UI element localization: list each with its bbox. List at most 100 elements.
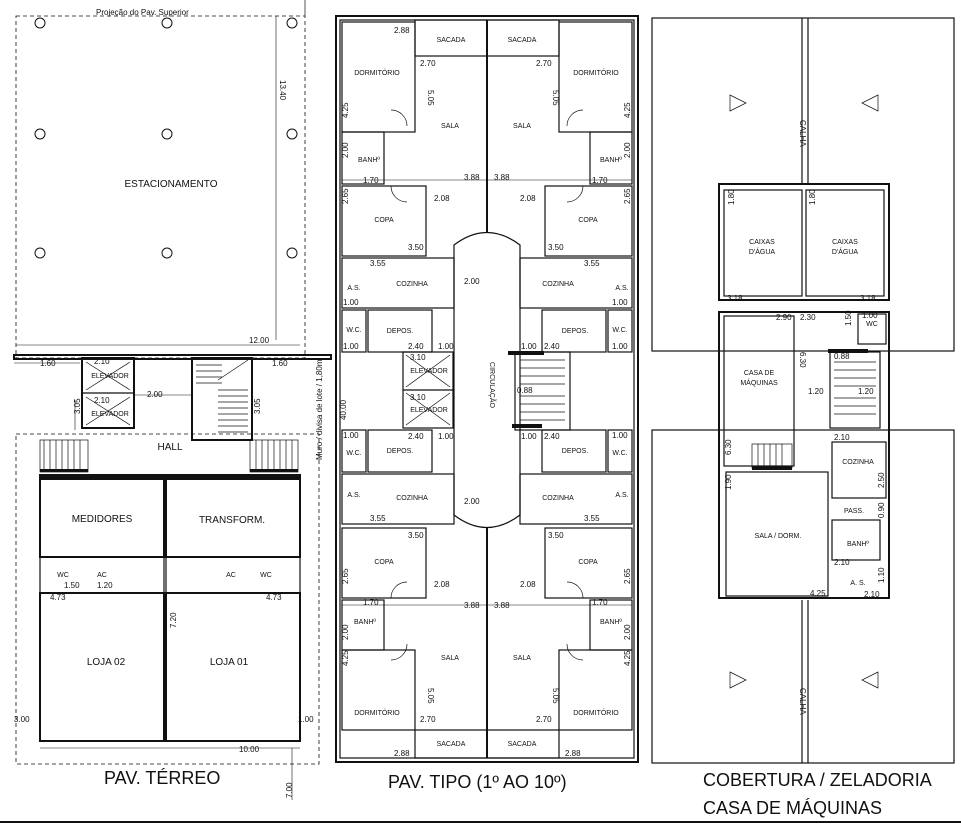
tipo-dim-2-00-cb: 2.00 — [464, 497, 480, 506]
cob-dim-3-18-r: 3.18 — [860, 294, 876, 303]
room-hall: HALL — [157, 442, 182, 453]
sala-bottom-right: SALA — [513, 655, 531, 662]
depos-bottom-right: DEPOS. — [562, 448, 589, 455]
as-top-left: A.S. — [347, 285, 360, 292]
depos-top-right: DEPOS. — [562, 328, 589, 335]
cob-dim-4-25: 4.25 — [810, 589, 826, 598]
banho-top-left: BANHº — [358, 157, 380, 164]
tipo-dim-2-65-tr: 2.65 — [623, 188, 632, 204]
tipo-dim-2-70-tl: 2.70 — [420, 59, 436, 68]
cob-dim-1-00: 1.00 — [862, 311, 878, 320]
sacada-bottom-left: SACADA — [437, 741, 466, 748]
sala-top-right: SALA — [513, 123, 531, 130]
tipo-dim-3-55-br: 3.55 — [584, 514, 600, 523]
tipo-dim-2-88-tl: 2.88 — [394, 26, 410, 35]
elevator-1-label: ELEVADOR — [91, 373, 129, 380]
dim-2-10-a: 2.10 — [94, 357, 110, 366]
terreo-plan: Projeção do Pav. Superior ESTACIONAMENTO… — [13, 0, 348, 800]
dormitorio-top-left: DORMITÓRIO — [354, 68, 400, 77]
maquinas-label: MÁQUINAS — [740, 378, 778, 387]
tipo-dim-1-70-tl: 1.70 — [363, 176, 379, 185]
cob-sala-dorm: SALA / DORM. — [755, 533, 802, 540]
tipo-dim-2-40-tr: 2.40 — [544, 342, 560, 351]
tipo-dim-2-65-tl: 2.65 — [341, 188, 350, 204]
dim-1-50: 1.50 — [64, 581, 80, 590]
dormitorio-bottom-left: DORMITÓRIO — [354, 708, 400, 717]
room-loja-02: LOJA 02 — [87, 657, 126, 668]
calha-top: CALHA — [798, 120, 807, 147]
tipo-dim-1-70-br: 1.70 — [592, 598, 608, 607]
tipo-dim-1-00-g: 1.00 — [438, 342, 454, 351]
banho-bottom-left: BANHº — [354, 619, 376, 626]
dim-7-20: 7.20 — [169, 612, 178, 628]
dim-1-00: 1.00 — [298, 715, 314, 724]
dagua-right: D'ÁGUA — [832, 247, 859, 256]
tipo-dim-4-25-br: 4.25 — [623, 650, 632, 666]
tipo-dim-2-08-bl: 2.08 — [434, 580, 450, 589]
cob-dim-2-10-b: 2.10 — [834, 558, 850, 567]
tipo-dim-1-00-j: 1.00 — [521, 432, 537, 441]
room-estacionamento: ESTACIONAMENTO — [125, 179, 218, 190]
room-medidores: MEDIDORES — [72, 514, 133, 525]
cob-dim-1-50: 1.50 — [844, 310, 853, 326]
tipo-elevator-1: ELEVADOR — [410, 368, 448, 375]
cob-pass: PASS. — [844, 508, 864, 515]
roof-slope-arrows — [729, 94, 879, 689]
tipo-dim-1-00-d: 1.00 — [612, 342, 628, 351]
ac-label-left: AC — [97, 572, 107, 579]
dim-3-05-left: 3.05 — [73, 398, 82, 414]
copa-top-right: COPA — [578, 217, 598, 224]
tipo-dim-2-88-br: 2.88 — [565, 749, 581, 758]
tipo-dim-3-55-tr: 3.55 — [584, 259, 600, 268]
cob-cozinha: COZINHA — [842, 459, 874, 466]
tipo-dim-2-00-br: 2.00 — [623, 624, 632, 640]
tipo-dim-5-05-bl: 5.05 — [426, 688, 435, 704]
cob-dim-1-20-b: 1.20 — [858, 387, 874, 396]
dim-2-00: 2.00 — [147, 390, 163, 399]
tipo-dim-5-05-br: 5.05 — [551, 688, 560, 704]
muro-label: Muro / divisa de lote / 1,80m — [315, 359, 324, 460]
dim-10-00: 10.00 — [239, 745, 260, 754]
sacada-bottom-right: SACADA — [508, 741, 537, 748]
tipo-dim-2-08-tl: 2.08 — [434, 194, 450, 203]
tipo-dim-1-70-tr: 1.70 — [592, 176, 608, 185]
tipo-dim-1-00-f: 1.00 — [612, 431, 628, 440]
front-steps-right — [249, 439, 299, 473]
dim-7-00: 7.00 — [285, 782, 294, 798]
cobertura-plan: CALHA CALHA CAIXAS D'ÁGUA CAIXAS D'ÁGUA … — [651, 17, 955, 818]
title-cobertura: COBERTURA / ZELADORIA — [703, 770, 932, 790]
cob-dim-1-10: 1.10 — [877, 567, 886, 583]
cob-dim-1-20-a: 1.20 — [808, 387, 824, 396]
tipo-dim-2-00-ct: 2.00 — [464, 277, 480, 286]
tipo-dim-1-00-a: 1.00 — [343, 298, 359, 307]
tipo-dim-2-65-bl: 2.65 — [341, 568, 350, 584]
title-pav-tipo: PAV. TIPO (1º AO 10º) — [388, 772, 567, 792]
tipo-dim-2-40-br: 2.40 — [544, 432, 560, 441]
calha-bottom: CALHA — [798, 688, 807, 715]
cob-dim-2-10-a: 2.10 — [834, 433, 850, 442]
circulacao-label: CIRCULAÇÃO — [488, 362, 497, 408]
elevator-2-label: ELEVADOR — [91, 411, 129, 418]
tipo-dim-2-00-tl: 2.00 — [341, 142, 350, 158]
front-steps-left — [39, 439, 89, 473]
sacada-top-right: SACADA — [508, 37, 537, 44]
tipo-dim-2-40-bl: 2.40 — [408, 432, 424, 441]
tipo-dim-1-00-b: 1.00 — [612, 298, 628, 307]
cob-dim-0-90: 0.90 — [877, 502, 886, 518]
cozinha-bottom-left: COZINHA — [396, 495, 428, 502]
cob-dim-2-30: 2.30 — [800, 313, 816, 322]
cob-dim-2-90: 2.90 — [776, 313, 792, 322]
parking-columns — [34, 17, 298, 259]
wc-top-left: W.C. — [346, 327, 361, 334]
sala-bottom-left: SALA — [441, 655, 459, 662]
dagua-left: D'ÁGUA — [749, 247, 776, 256]
cob-dim-6-30: 6.30 — [798, 352, 807, 368]
casa-de-label: CASA DE — [744, 370, 775, 377]
tipo-dim-2-70-tr: 2.70 — [536, 59, 552, 68]
cob-dim-1-80-l: 1.80 — [727, 189, 736, 205]
tipo-dim-4-25-tr: 4.25 — [623, 102, 632, 118]
tipo-dim-3-88-bl: 3.88 — [464, 601, 480, 610]
cob-dim-2-50: 2.50 — [877, 472, 886, 488]
tipo-dim-3-88-br: 3.88 — [494, 601, 510, 610]
